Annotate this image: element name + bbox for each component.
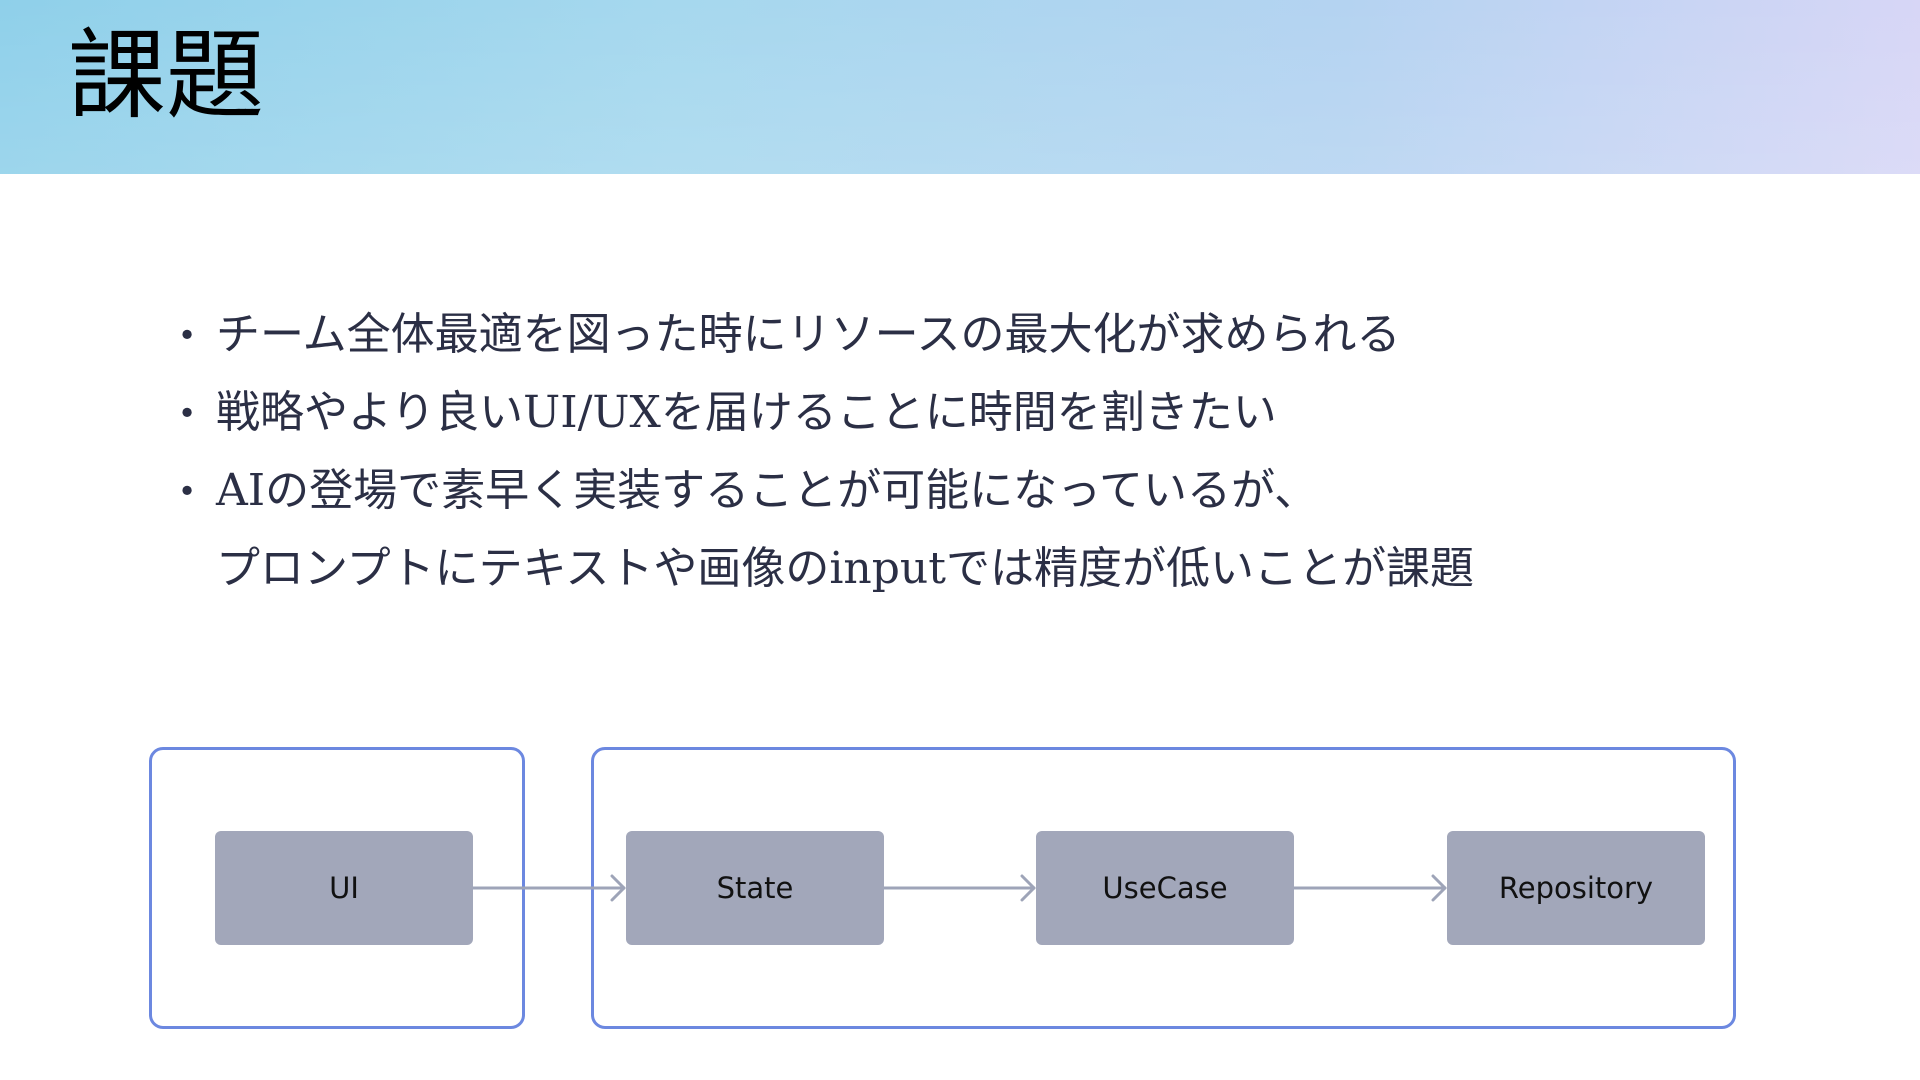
node-ui: UI — [215, 831, 473, 945]
bullet-item: • AIの登場で素早く実装することが可能になっているが、 プロンプトにテキストや… — [168, 452, 1474, 608]
bullet-text: 戦略やより良いUI/UXを届けることに時間を割きたい — [216, 387, 1277, 438]
bullet-text-continuation: プロンプトにテキストや画像のinputでは精度が低いことが課題 — [216, 543, 1474, 594]
node-repository: Repository — [1447, 831, 1705, 945]
bullet-dot-icon: • — [177, 472, 197, 510]
page-title: 課題 — [68, 19, 265, 133]
node-usecase: UseCase — [1036, 831, 1294, 945]
bullet-dot-icon: • — [177, 316, 197, 354]
bullet-item: • 戦略やより良いUI/UXを届けることに時間を割きたい — [168, 374, 1474, 452]
node-state: State — [626, 831, 884, 945]
arrowhead-icon — [1020, 874, 1036, 902]
arrowhead-icon — [610, 874, 626, 902]
arrowhead-icon — [1431, 874, 1447, 902]
bullet-list: • チーム全体最適を図った時にリソースの最大化が求められる • 戦略やより良いU… — [168, 296, 1474, 608]
bullet-text: AIの登場で素早く実装することが可能になっているが、 — [216, 465, 1319, 516]
bullet-text: チーム全体最適を図った時にリソースの最大化が求められる — [216, 309, 1401, 360]
bullet-dot-icon: • — [177, 394, 197, 432]
bullet-item: • チーム全体最適を図った時にリソースの最大化が求められる — [168, 296, 1474, 374]
header-banner — [0, 0, 1920, 174]
